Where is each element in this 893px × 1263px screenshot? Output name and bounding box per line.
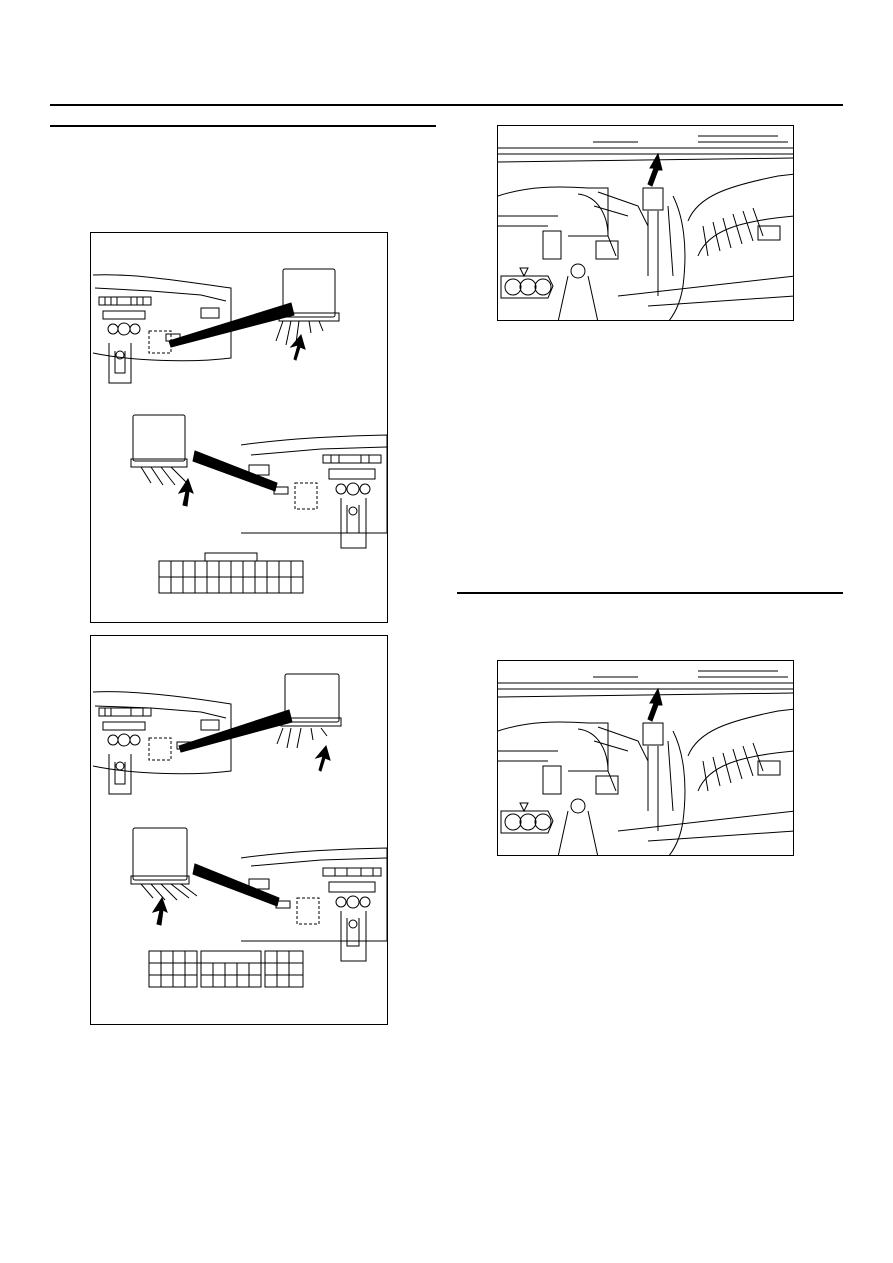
dashboard-ecu-illustration-icon (92, 268, 387, 594)
engine-sensor-figure-1 (497, 125, 794, 321)
engine-sensor-figure-2 (497, 660, 794, 856)
left-section-rule (50, 125, 436, 127)
ecu-connector-figure-2 (90, 635, 388, 1025)
dashboard-ecu-illustration-icon (92, 673, 387, 988)
right-section-rule (457, 592, 843, 594)
engine-bay-illustration-icon (498, 135, 793, 320)
page-header-rule (50, 104, 843, 106)
ecu-connector-figure-1 (90, 232, 388, 623)
engine-bay-illustration-icon (498, 670, 793, 855)
